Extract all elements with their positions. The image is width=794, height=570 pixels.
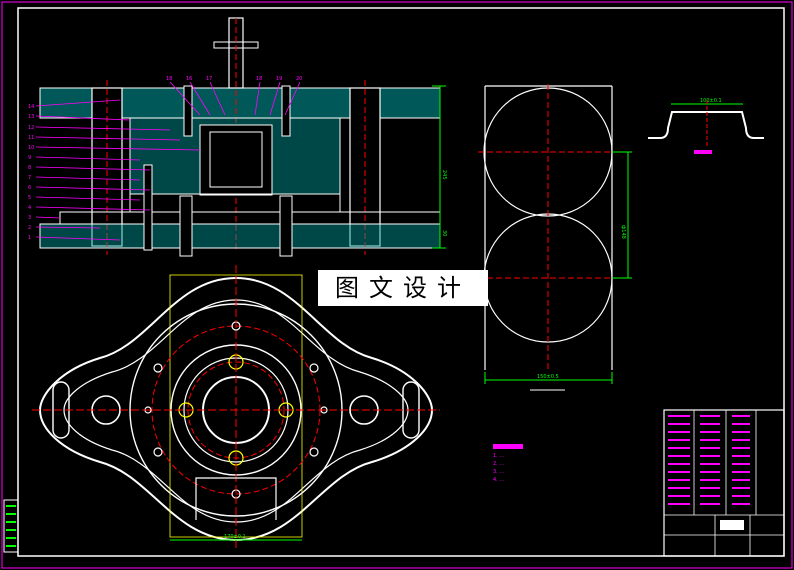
plan-view xyxy=(32,265,440,548)
part-number: 12 xyxy=(28,125,34,131)
part-number: 13 xyxy=(28,114,34,120)
strip-layout xyxy=(478,84,632,391)
drawing-border xyxy=(17,7,785,557)
dim-height: 245 xyxy=(441,170,447,180)
part-number: 9 xyxy=(28,155,31,161)
part-number: 4 xyxy=(28,205,31,211)
part-number: 11 xyxy=(28,135,34,141)
part-number: 1 xyxy=(28,235,31,241)
part-number: 14 xyxy=(28,104,34,110)
title-block-rows xyxy=(668,415,750,505)
revision-table xyxy=(3,499,19,553)
dim-part: 100±0.1 xyxy=(700,98,722,104)
note-line: 3. ... xyxy=(493,469,505,475)
part-number: 7 xyxy=(28,175,31,181)
note-line: 2. ... xyxy=(493,461,505,467)
part-number: 6 xyxy=(28,185,31,191)
part-number: 5 xyxy=(28,195,31,201)
technical-notes: 1. ... 2. ... 3. ... 4. ... xyxy=(493,444,643,484)
dim-pitch: ф148 xyxy=(620,225,626,239)
dim-strip-width: 150±0.5 xyxy=(537,374,559,380)
top-part-number: 18 xyxy=(256,76,262,82)
part-number: 3 xyxy=(28,215,31,221)
top-part-number: 18 xyxy=(166,76,172,82)
dim-bottom: 170±0.1 xyxy=(224,534,246,540)
watermark: 图文设计 xyxy=(318,270,488,306)
part-number: 10 xyxy=(28,145,34,151)
part-number: 8 xyxy=(28,165,31,171)
dim-small: 30 xyxy=(441,230,447,236)
top-part-number: 17 xyxy=(206,76,212,82)
part-number: 2 xyxy=(28,225,31,231)
top-part-number: 16 xyxy=(186,76,192,82)
part-profile xyxy=(648,100,764,154)
notes-title xyxy=(493,444,523,449)
note-line: 1. ... xyxy=(493,453,505,459)
top-part-number: 20 xyxy=(296,76,302,82)
note-line: 4. ... xyxy=(493,477,505,483)
top-part-number: 19 xyxy=(276,76,282,82)
section-view xyxy=(35,17,446,257)
title-block xyxy=(663,409,785,557)
title-block-logo xyxy=(720,520,744,530)
